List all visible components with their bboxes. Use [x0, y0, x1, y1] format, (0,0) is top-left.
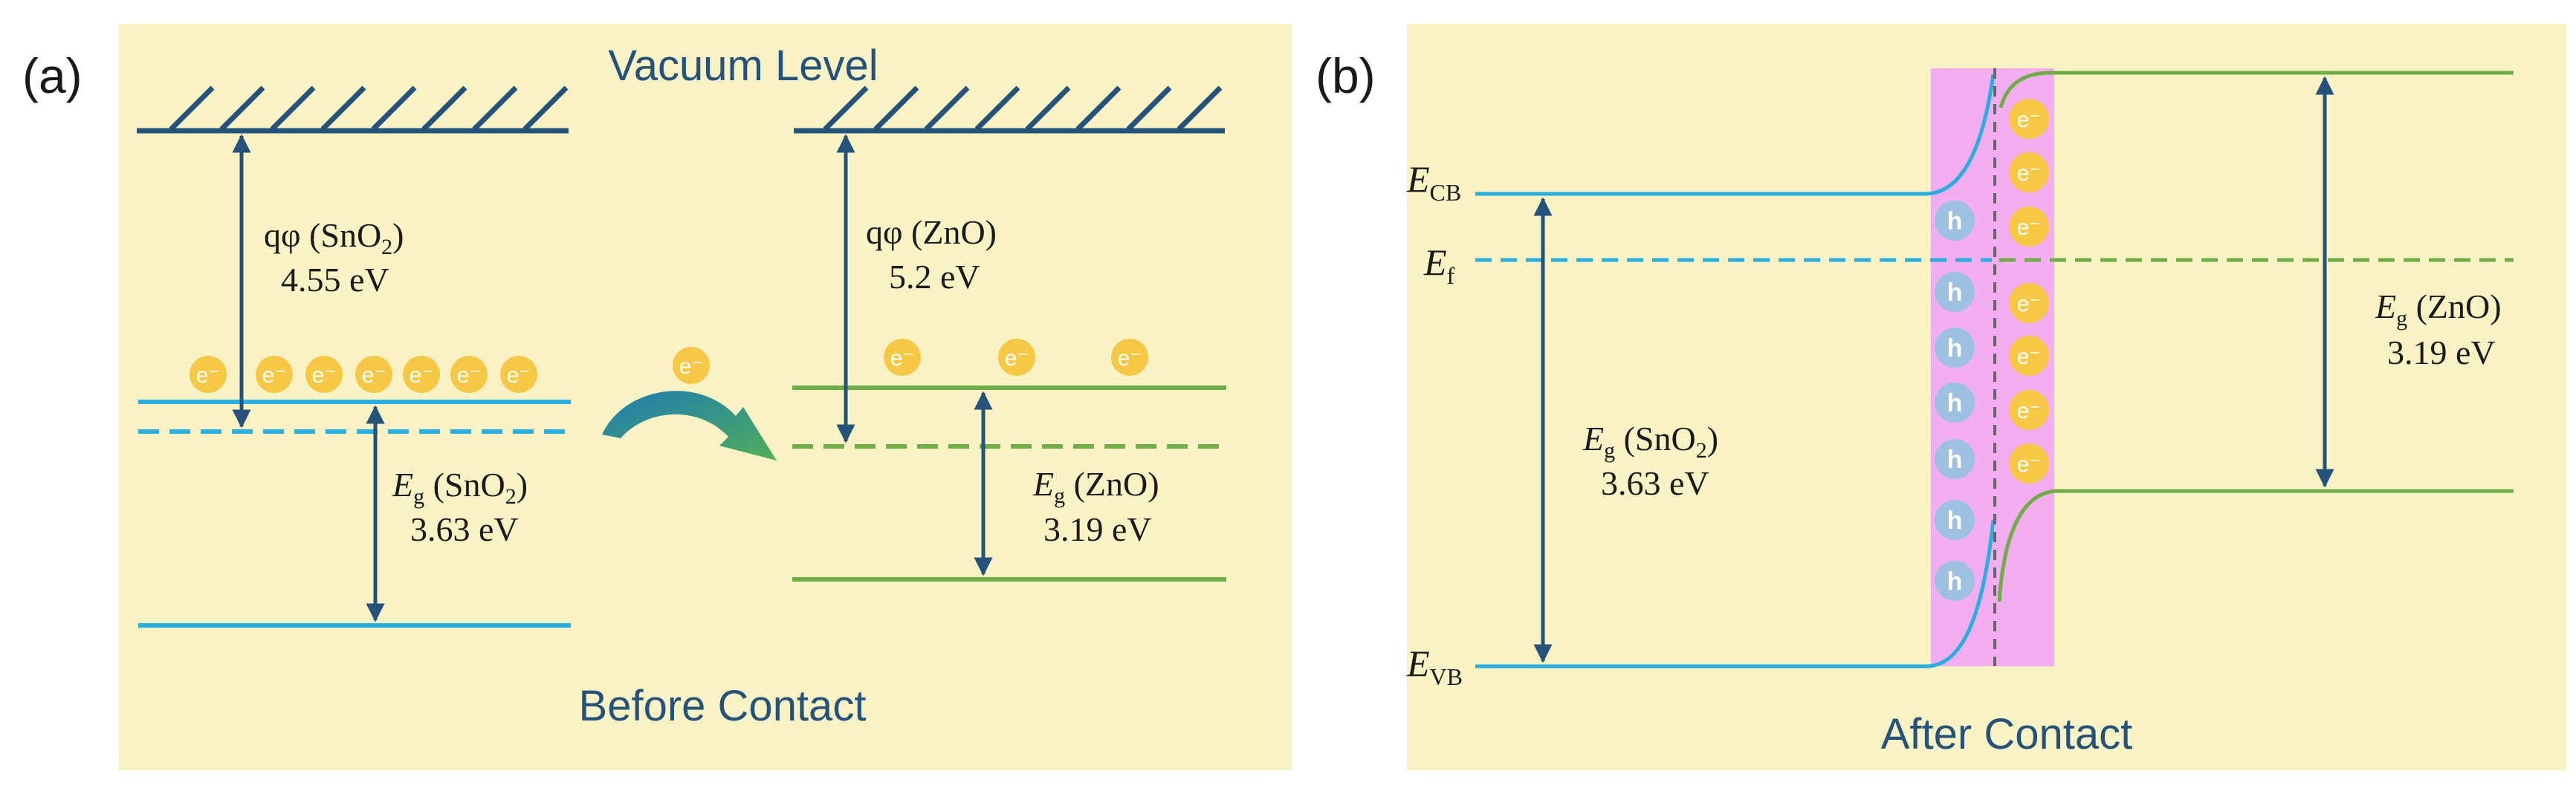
hole: h: [1935, 383, 1975, 423]
svg-text:e⁻: e⁻: [679, 354, 704, 379]
svg-text:e⁻: e⁻: [1005, 346, 1029, 371]
svg-text:e⁻: e⁻: [2017, 452, 2042, 477]
sno2-work-function-value: 4.55 eV: [281, 261, 389, 299]
hole: h: [1935, 561, 1975, 601]
zno-valence-band-bent: [1997, 489, 2514, 602]
electron: e⁻: [305, 356, 343, 393]
electron: e⁻: [256, 356, 293, 393]
electron: e⁻: [998, 339, 1035, 376]
electron: e⁻: [2009, 283, 2049, 323]
before-contact-caption: Before Contact: [579, 682, 867, 730]
electron: e⁻: [190, 356, 227, 393]
hole: h: [1935, 272, 1975, 312]
zno-conduction-band-bent: [1999, 71, 2514, 108]
hole: h: [1935, 201, 1975, 241]
interface-electrons: e⁻ e⁻ e⁻ e⁻ e⁻ e⁻ e⁻: [2009, 99, 2049, 484]
electron: e⁻: [403, 356, 440, 393]
sno2-gap-value: 3.63 eV: [410, 510, 519, 548]
holes: h h h h h h h: [1935, 201, 1975, 601]
zno-gap-value-after: 3.19 eV: [2387, 334, 2496, 371]
electron: e⁻: [500, 356, 537, 393]
zno-work-function-value: 5.2 eV: [889, 258, 980, 296]
svg-text:e⁻: e⁻: [262, 363, 287, 388]
zno-electrons: e⁻ e⁻ e⁻: [884, 339, 1148, 376]
svg-text:h: h: [1947, 389, 1963, 417]
ecb-label: ECB: [1406, 158, 1461, 206]
svg-text:h: h: [1947, 446, 1963, 474]
svg-text:e⁻: e⁻: [1118, 346, 1142, 371]
electron: e⁻: [450, 356, 488, 393]
electron: e⁻: [355, 356, 392, 393]
svg-text:e⁻: e⁻: [2017, 161, 2042, 186]
after-contact-caption: After Contact: [1881, 710, 2132, 758]
electron: e⁻: [2009, 390, 2049, 430]
sno2-electrons: e⁻ e⁻ e⁻ e⁻ e⁻ e⁻ e⁻: [190, 356, 537, 393]
zno-gap-label: Eg (ZnO): [1032, 465, 1159, 508]
electron: e⁻: [2009, 443, 2049, 484]
svg-text:e⁻: e⁻: [457, 363, 482, 388]
svg-text:e⁻: e⁻: [2017, 292, 2042, 316]
svg-text:e⁻: e⁻: [2017, 215, 2042, 240]
electron: e⁻: [2009, 152, 2049, 192]
svg-text:h: h: [1947, 279, 1963, 307]
svg-text:e⁻: e⁻: [196, 363, 221, 388]
svg-text:h: h: [1947, 334, 1963, 362]
sno2-valence-band-bent: [1475, 519, 1996, 668]
svg-text:e⁻: e⁻: [507, 363, 531, 388]
hole: h: [1935, 500, 1975, 540]
ef-label: Ef: [1423, 241, 1455, 289]
panel-a-label: (a): [22, 48, 82, 103]
zno-gap-value: 3.19 eV: [1043, 510, 1152, 548]
hole: h: [1935, 439, 1975, 479]
svg-text:h: h: [1947, 507, 1963, 535]
sno2-gap-label-after: Eg (SnO2): [1582, 420, 1718, 463]
svg-text:e⁻: e⁻: [2017, 108, 2042, 132]
svg-text:e⁻: e⁻: [312, 363, 337, 388]
evb-label: EVB: [1406, 643, 1463, 690]
panel-b: (b) h h h h h h h e⁻ e⁻ e⁻ e⁻ e: [1315, 24, 2566, 770]
svg-text:h: h: [1947, 207, 1963, 235]
sno2-gap-value-after: 3.63 eV: [1601, 464, 1709, 502]
svg-text:e⁻: e⁻: [410, 363, 434, 388]
svg-text:e⁻: e⁻: [890, 346, 915, 371]
sno2-gap-label: Eg (SnO2): [392, 466, 528, 509]
vacuum-level-right: [794, 85, 1225, 134]
hole: h: [1935, 328, 1975, 368]
electron-transfer-arrow: [602, 391, 777, 461]
zno-gap-label-after: Eg (ZnO): [2375, 287, 2502, 331]
electron: e⁻: [2009, 336, 2049, 376]
sno2-work-function-label: qφ (SnO2): [264, 216, 404, 259]
svg-text:h: h: [1947, 567, 1963, 596]
vacuum-level-left: [137, 85, 569, 134]
zno-work-function-label: qφ (ZnO): [866, 213, 997, 251]
svg-text:e⁻: e⁻: [2017, 399, 2042, 423]
electron: e⁻: [2009, 99, 2049, 139]
electron: e⁻: [884, 339, 921, 376]
panel-a: (a) Vacuum Level: [22, 24, 1292, 770]
electron: e⁻: [1111, 339, 1148, 376]
transferring-electron: e⁻: [673, 347, 710, 384]
svg-text:e⁻: e⁻: [362, 363, 386, 388]
svg-text:e⁻: e⁻: [2017, 345, 2042, 369]
panel-b-label: (b): [1315, 48, 1376, 103]
sno2-conduction-band-bent: [1475, 74, 1996, 196]
electron: e⁻: [2009, 206, 2049, 247]
vacuum-level-label: Vacuum Level: [608, 42, 878, 90]
